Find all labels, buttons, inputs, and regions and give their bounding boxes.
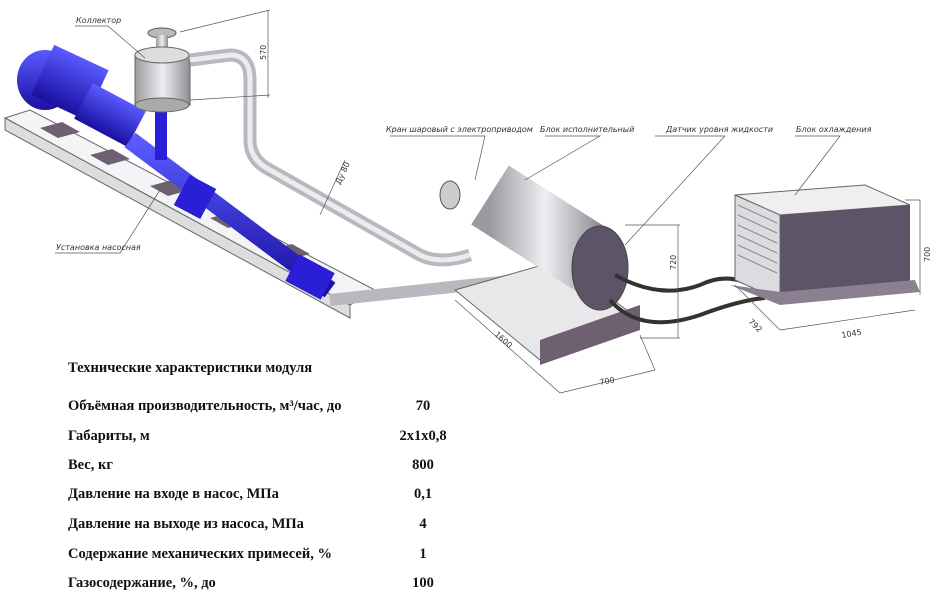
spec-value: 100 — [412, 575, 434, 591]
dim-cooler-depth: 792 — [747, 317, 764, 334]
spec-key: Давление на выходе из насоса, МПа — [68, 516, 304, 532]
hose — [608, 296, 766, 325]
spec-value: 2х1х0,8 — [399, 428, 447, 444]
actuator-block — [439, 165, 642, 365]
spec-key: Содержание механических примесей, % — [68, 546, 332, 562]
spec-value: 70 — [415, 398, 431, 414]
label-actuator-block: Блок исполнительный — [540, 125, 634, 134]
label-level-sensor: Датчик уровня жидкости — [665, 125, 773, 134]
dim-actuator-height: 720 — [669, 255, 678, 270]
specs-title: Технические характеристики модуля — [68, 360, 313, 376]
spec-value: 0,1 — [413, 486, 433, 502]
label-pump-unit: Установка насосная — [56, 243, 141, 252]
spec-row: Объёмная производительность, м³/час, до 7… — [68, 398, 488, 418]
spec-key: Габариты, м — [68, 428, 150, 444]
spec-key: Газосодержание, %, до — [68, 575, 216, 591]
spec-key: Вес, кг — [68, 457, 113, 473]
spec-key: Давление на входе в насос, МПа — [68, 486, 279, 502]
dim-cooler-height: 700 — [923, 247, 932, 262]
spec-row: Газосодержание, %, до 100 — [68, 575, 488, 595]
collector — [134, 27, 191, 113]
spec-value: 1 — [419, 546, 427, 562]
dim-collector-height: 570 — [259, 45, 268, 60]
cooling-block — [730, 184, 920, 305]
dim-pipe-diameter: Ду 80 — [334, 161, 352, 186]
label-cooling-block: Блок охлаждения — [796, 125, 872, 134]
dim-cooler-length: 1045 — [841, 328, 863, 340]
spec-value: 800 — [412, 457, 434, 473]
spec-value: 4 — [419, 516, 427, 532]
spec-row: Давление на входе в насос, МПа 0,1 — [68, 486, 488, 506]
spec-row: Давление на выходе из насоса, МПа 4 — [68, 516, 488, 536]
label-collector: Коллектор — [76, 16, 121, 25]
label-ball-valve: Кран шаровый с электроприводом — [386, 125, 533, 134]
spec-key: Объёмная производительность, м³/час, до — [68, 398, 342, 414]
dim-actuator-width: 700 — [599, 375, 616, 387]
spec-row: Габариты, м 2х1х0,8 — [68, 428, 488, 448]
pump-unit — [17, 44, 336, 300]
spec-row: Вес, кг 800 — [68, 457, 488, 477]
spec-row: Содержание механических примесей, % 1 — [68, 546, 488, 566]
